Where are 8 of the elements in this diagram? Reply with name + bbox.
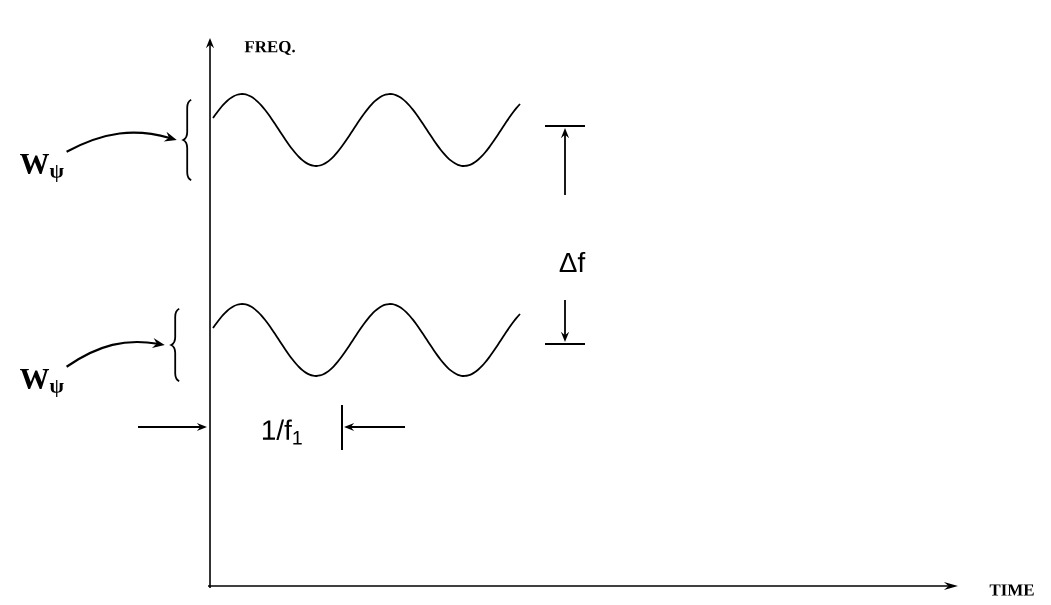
curly-brace bbox=[170, 307, 181, 383]
axis-label: FREQ. bbox=[244, 41, 295, 55]
symbol-label: W$_{ψ}$ bbox=[20, 368, 64, 398]
curly-brace bbox=[182, 98, 193, 182]
axis-label: TIME bbox=[989, 584, 1034, 596]
dimension-label: 1/f$_{1}$ bbox=[262, 419, 302, 445]
dimension-label: Δf bbox=[559, 251, 586, 273]
symbol-label: W$_{ψ}$ bbox=[20, 153, 64, 183]
